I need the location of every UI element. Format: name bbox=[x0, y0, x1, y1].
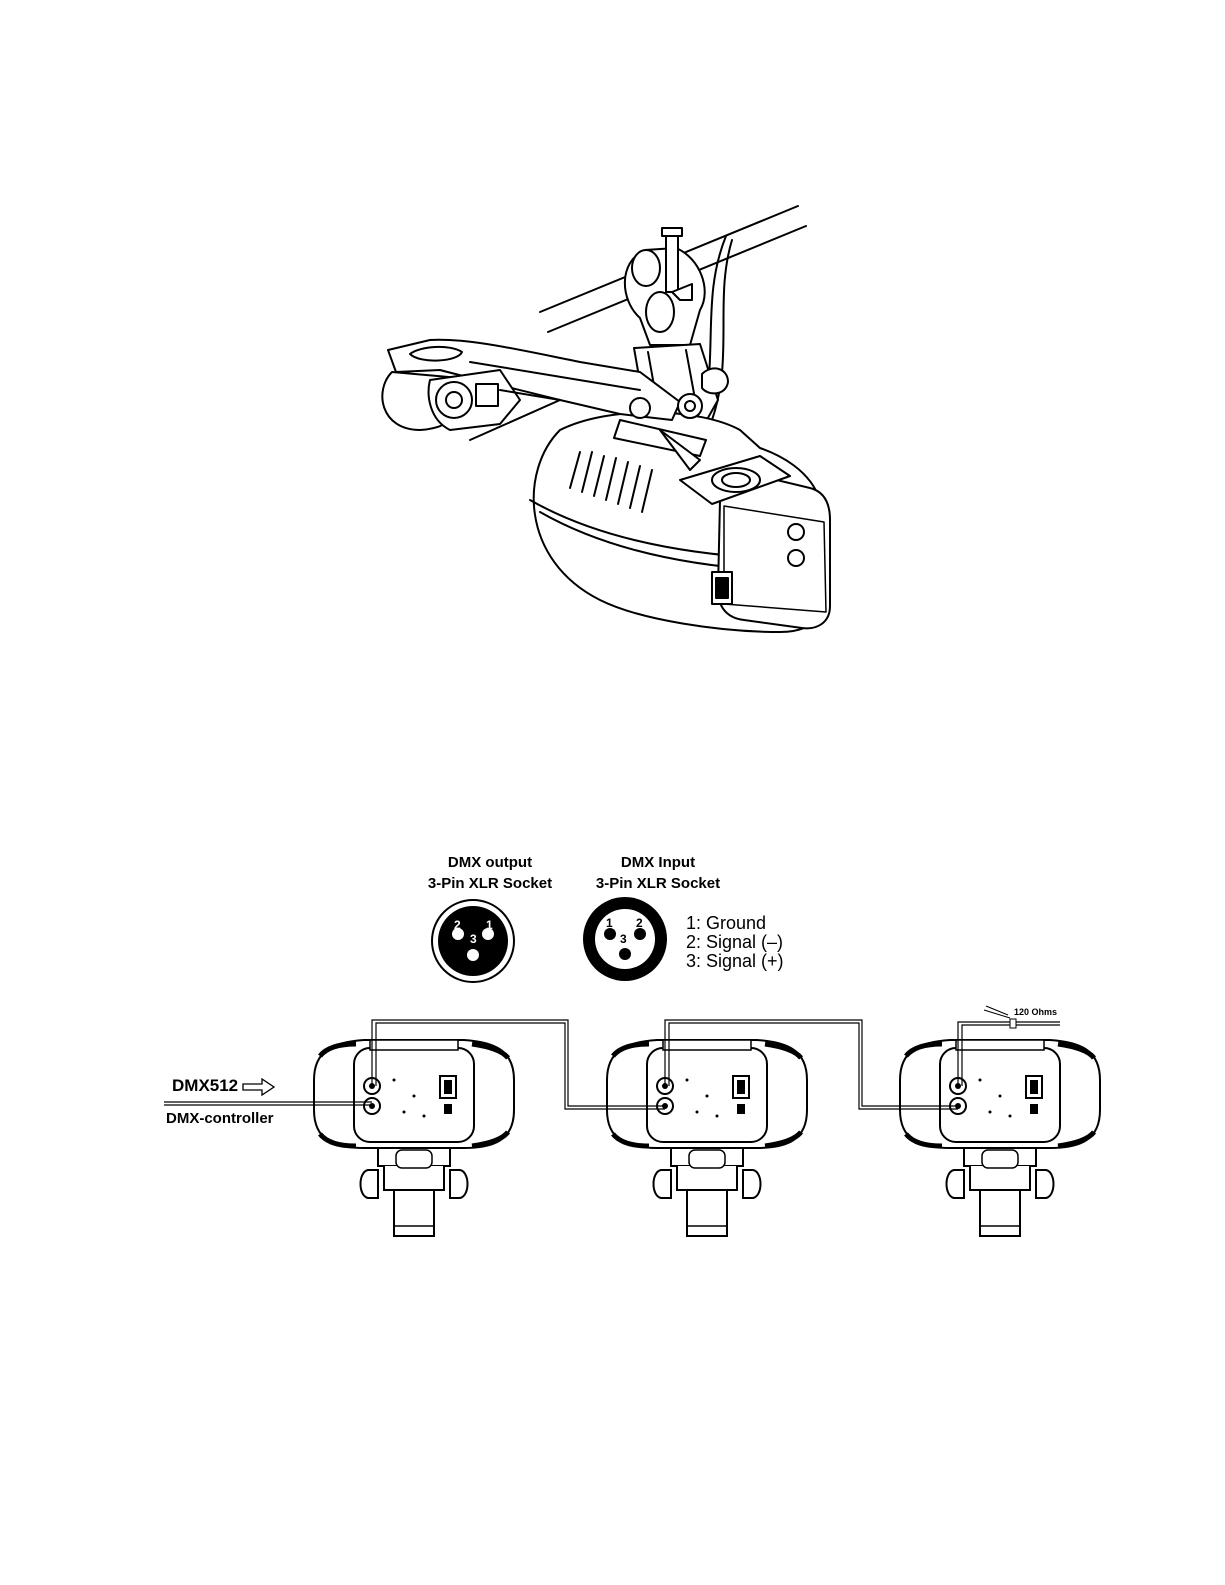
dmx-output-subtitle: 3-Pin XLR Socket bbox=[410, 873, 570, 894]
output-pin-3-label: 3 bbox=[470, 932, 477, 946]
terminator-label: 120 Ohms bbox=[1014, 1007, 1057, 1017]
fixture-3 bbox=[900, 1040, 1100, 1236]
pinout-signal-minus: 2: Signal (–) bbox=[686, 933, 784, 952]
dmx-input-heading: DMX Input 3-Pin XLR Socket bbox=[578, 852, 738, 894]
dmx-output-heading: DMX output 3-Pin XLR Socket bbox=[410, 852, 570, 894]
dmx-input-title: DMX Input bbox=[578, 852, 738, 873]
input-pin-2-label: 2 bbox=[636, 916, 643, 930]
input-pin-3-label: 3 bbox=[620, 932, 627, 946]
ceiling-mounted-fixture-illustration bbox=[0, 0, 1225, 700]
output-pin-2-label: 2 bbox=[454, 918, 461, 932]
dmx-output-title: DMX output bbox=[410, 852, 570, 873]
pinout-ground: 1: Ground bbox=[686, 914, 784, 933]
fixture-1 bbox=[314, 1040, 514, 1236]
fixture-2 bbox=[607, 1040, 807, 1236]
dmx-input-subtitle: 3-Pin XLR Socket bbox=[578, 873, 738, 894]
output-pin-1-label: 1 bbox=[486, 918, 493, 932]
input-pin-1-label: 1 bbox=[606, 916, 613, 930]
dmx-chain-diagram bbox=[0, 1000, 1225, 1250]
pinout-signal-plus: 3: Signal (+) bbox=[686, 952, 784, 971]
pinout-legend: 1: Ground 2: Signal (–) 3: Signal (+) bbox=[686, 914, 784, 971]
